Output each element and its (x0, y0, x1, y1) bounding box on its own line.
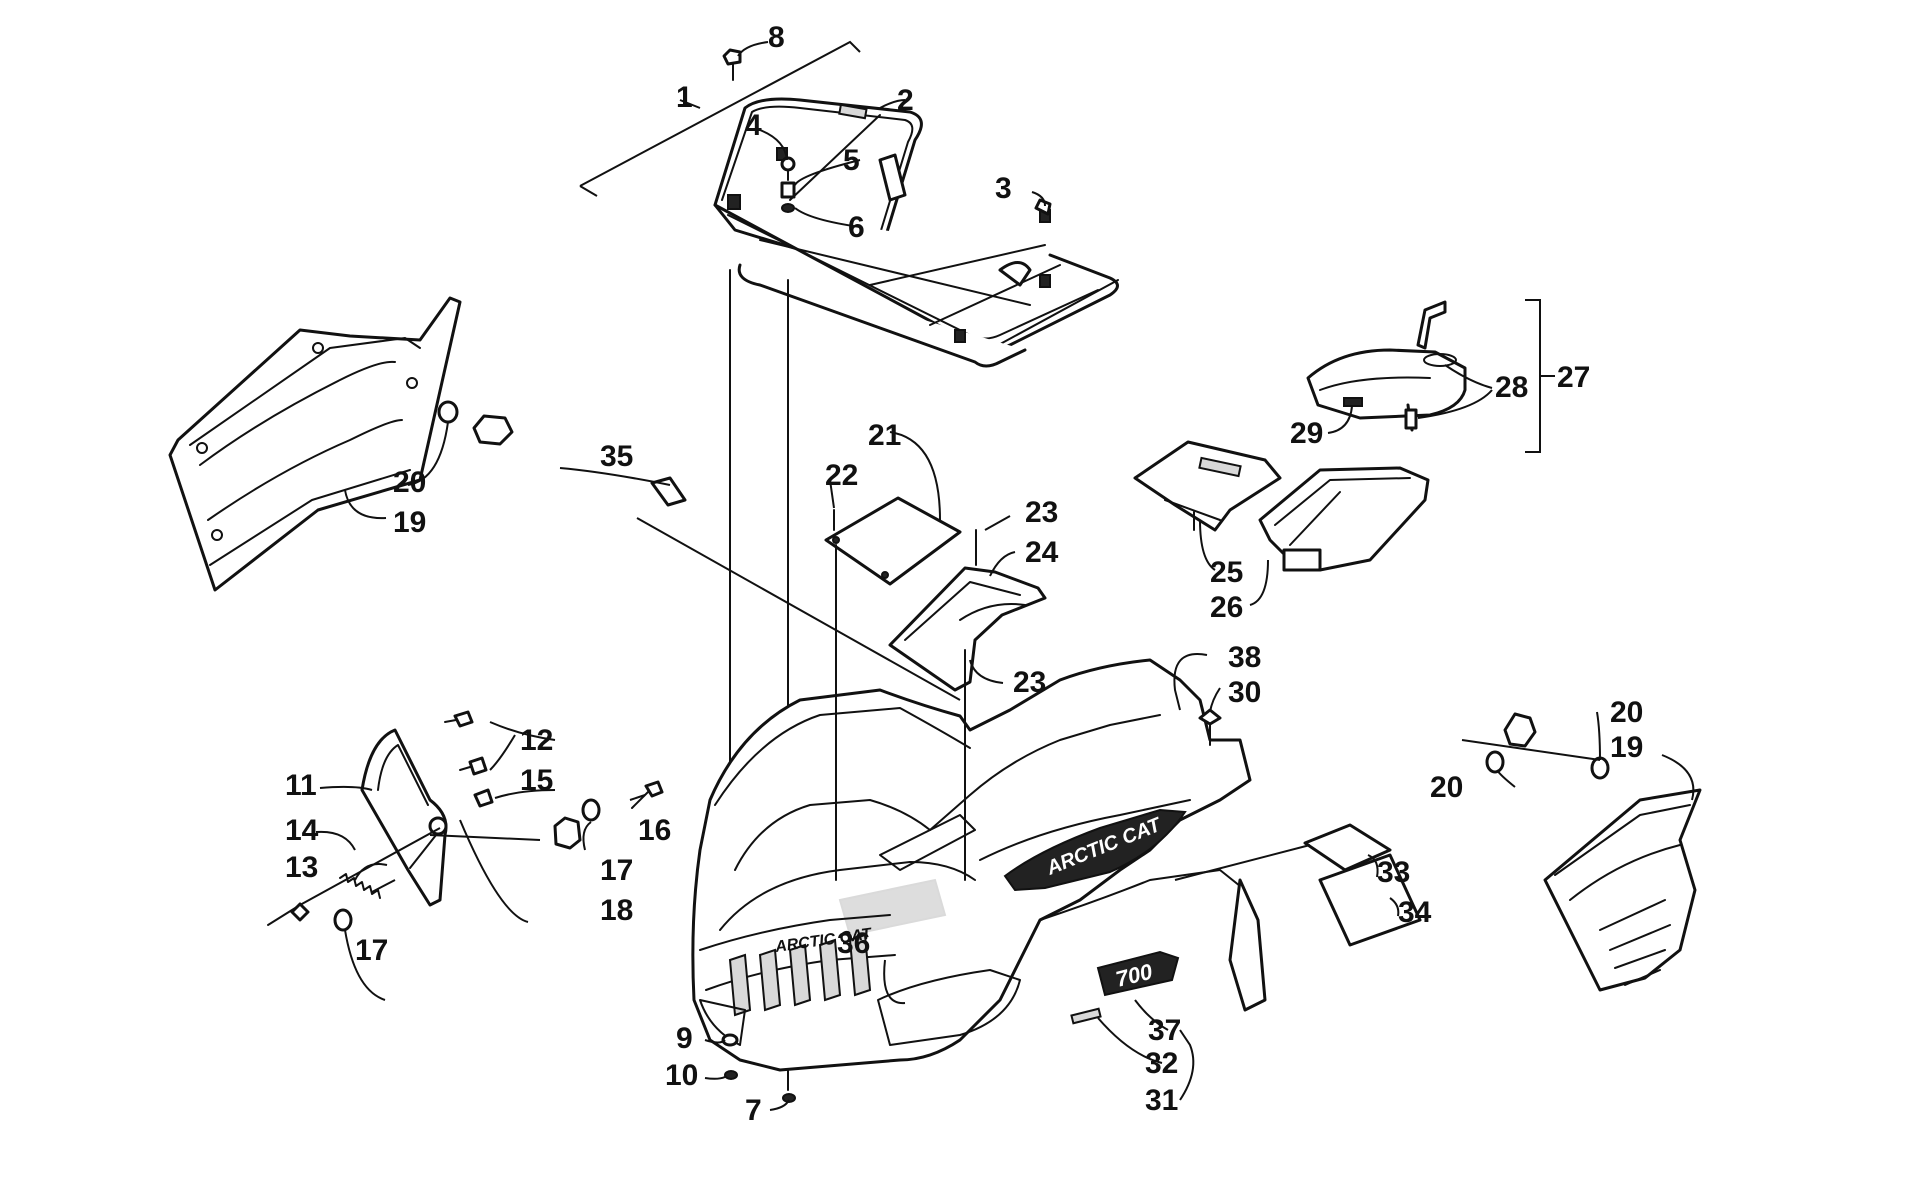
callout-7: 7 (745, 1094, 762, 1127)
callout-31: 31 (1145, 1084, 1178, 1117)
callout-22: 22 (825, 459, 858, 492)
callout-9: 9 (676, 1022, 693, 1055)
clip-3 (1034, 198, 1052, 216)
callout-30: 30 (1228, 676, 1261, 709)
storage-lid-assembly (1306, 300, 1467, 432)
callout-21: 21 (868, 419, 901, 452)
left-side-panel (168, 296, 462, 592)
bolt-8 (722, 48, 742, 81)
storage-box-26 (1258, 466, 1430, 572)
callout-26: 26 (1210, 591, 1243, 624)
callout-17-lower: 17 (355, 934, 388, 967)
adjuster-spring-14 (339, 873, 381, 899)
front-body-panel: ARCTIC CAT ARCTIC CAT 700 (691, 658, 1267, 1072)
bolt-16 (631, 780, 664, 809)
fastener-stack-4-5-6 (780, 156, 796, 213)
washer-17-lower (333, 908, 353, 932)
nut-right (1503, 712, 1537, 748)
rack-clip-icon (1039, 274, 1051, 288)
decal-33 (1303, 823, 1392, 872)
callout-20-right-bottom: 20 (1430, 771, 1463, 804)
rack-clip-icon (954, 329, 966, 343)
washer-9 (721, 1033, 739, 1047)
callout-33: 33 (1377, 856, 1410, 889)
callout-10: 10 (665, 1059, 698, 1092)
callout-20-right-top: 20 (1610, 696, 1643, 729)
callout-20-left: 20 (393, 466, 426, 499)
hood-insert-24 (888, 566, 1047, 692)
front-rack (713, 97, 1119, 368)
callout-17-upper: 17 (600, 854, 633, 887)
assembly-brackets (579, 40, 1555, 453)
callout-19-right: 19 (1610, 731, 1643, 764)
washer-17-upper (581, 798, 601, 822)
callout-15: 15 (520, 764, 553, 797)
callout-38: 38 (1228, 641, 1261, 674)
callout-2: 2 (897, 84, 914, 117)
callout-labels: 8 1 2 4 5 3 6 28 27 29 21 35 22 20 19 23… (285, 21, 1643, 1127)
front-grille (728, 933, 872, 1017)
callout-25: 25 (1210, 556, 1243, 589)
nut-10 (724, 1070, 738, 1080)
decal-35 (650, 476, 687, 507)
adjuster-screw-13 (267, 902, 310, 926)
callout-14: 14 (285, 814, 319, 847)
storage-lid-25 (1133, 440, 1282, 532)
nut-7 (782, 1093, 796, 1103)
rack-label-plate (838, 103, 868, 120)
callout-16: 16 (638, 814, 671, 847)
leader-lines (315, 41, 1695, 1111)
callout-28: 28 (1495, 371, 1528, 404)
callout-12: 12 (520, 724, 553, 757)
grommet-20-left (437, 400, 459, 424)
headlight-assembly (360, 710, 494, 907)
callout-32: 32 (1145, 1047, 1178, 1080)
callout-4: 4 (745, 109, 762, 142)
callout-19-left: 19 (393, 506, 426, 539)
callout-29: 29 (1290, 417, 1323, 450)
callout-8: 8 (768, 21, 785, 54)
callout-34: 34 (1398, 896, 1432, 929)
callout-23-bottom: 23 (1013, 666, 1046, 699)
callout-5: 5 (843, 144, 860, 177)
decal-34 (1318, 853, 1422, 947)
callout-23-top: 23 (1025, 496, 1058, 529)
callout-13: 13 (285, 851, 318, 884)
cover-plate-21 (824, 496, 962, 586)
callout-18: 18 (600, 894, 633, 927)
bushing-18 (553, 816, 582, 850)
callout-1: 1 (676, 81, 693, 114)
callout-35: 35 (600, 440, 633, 473)
nut-left (472, 414, 514, 446)
grommet-20-right (1590, 756, 1610, 780)
callout-11: 11 (285, 769, 317, 802)
callout-27: 27 (1557, 361, 1590, 394)
callout-36: 36 (837, 927, 870, 960)
callout-3: 3 (995, 172, 1012, 205)
fastener-30 (1198, 708, 1222, 726)
callout-6: 6 (848, 211, 865, 244)
callout-24: 24 (1025, 536, 1059, 569)
callout-37: 37 (1148, 1014, 1181, 1047)
rack-clip-icon (727, 194, 741, 210)
right-side-panel (1543, 788, 1702, 992)
grommet-20-right-2 (1485, 750, 1505, 774)
